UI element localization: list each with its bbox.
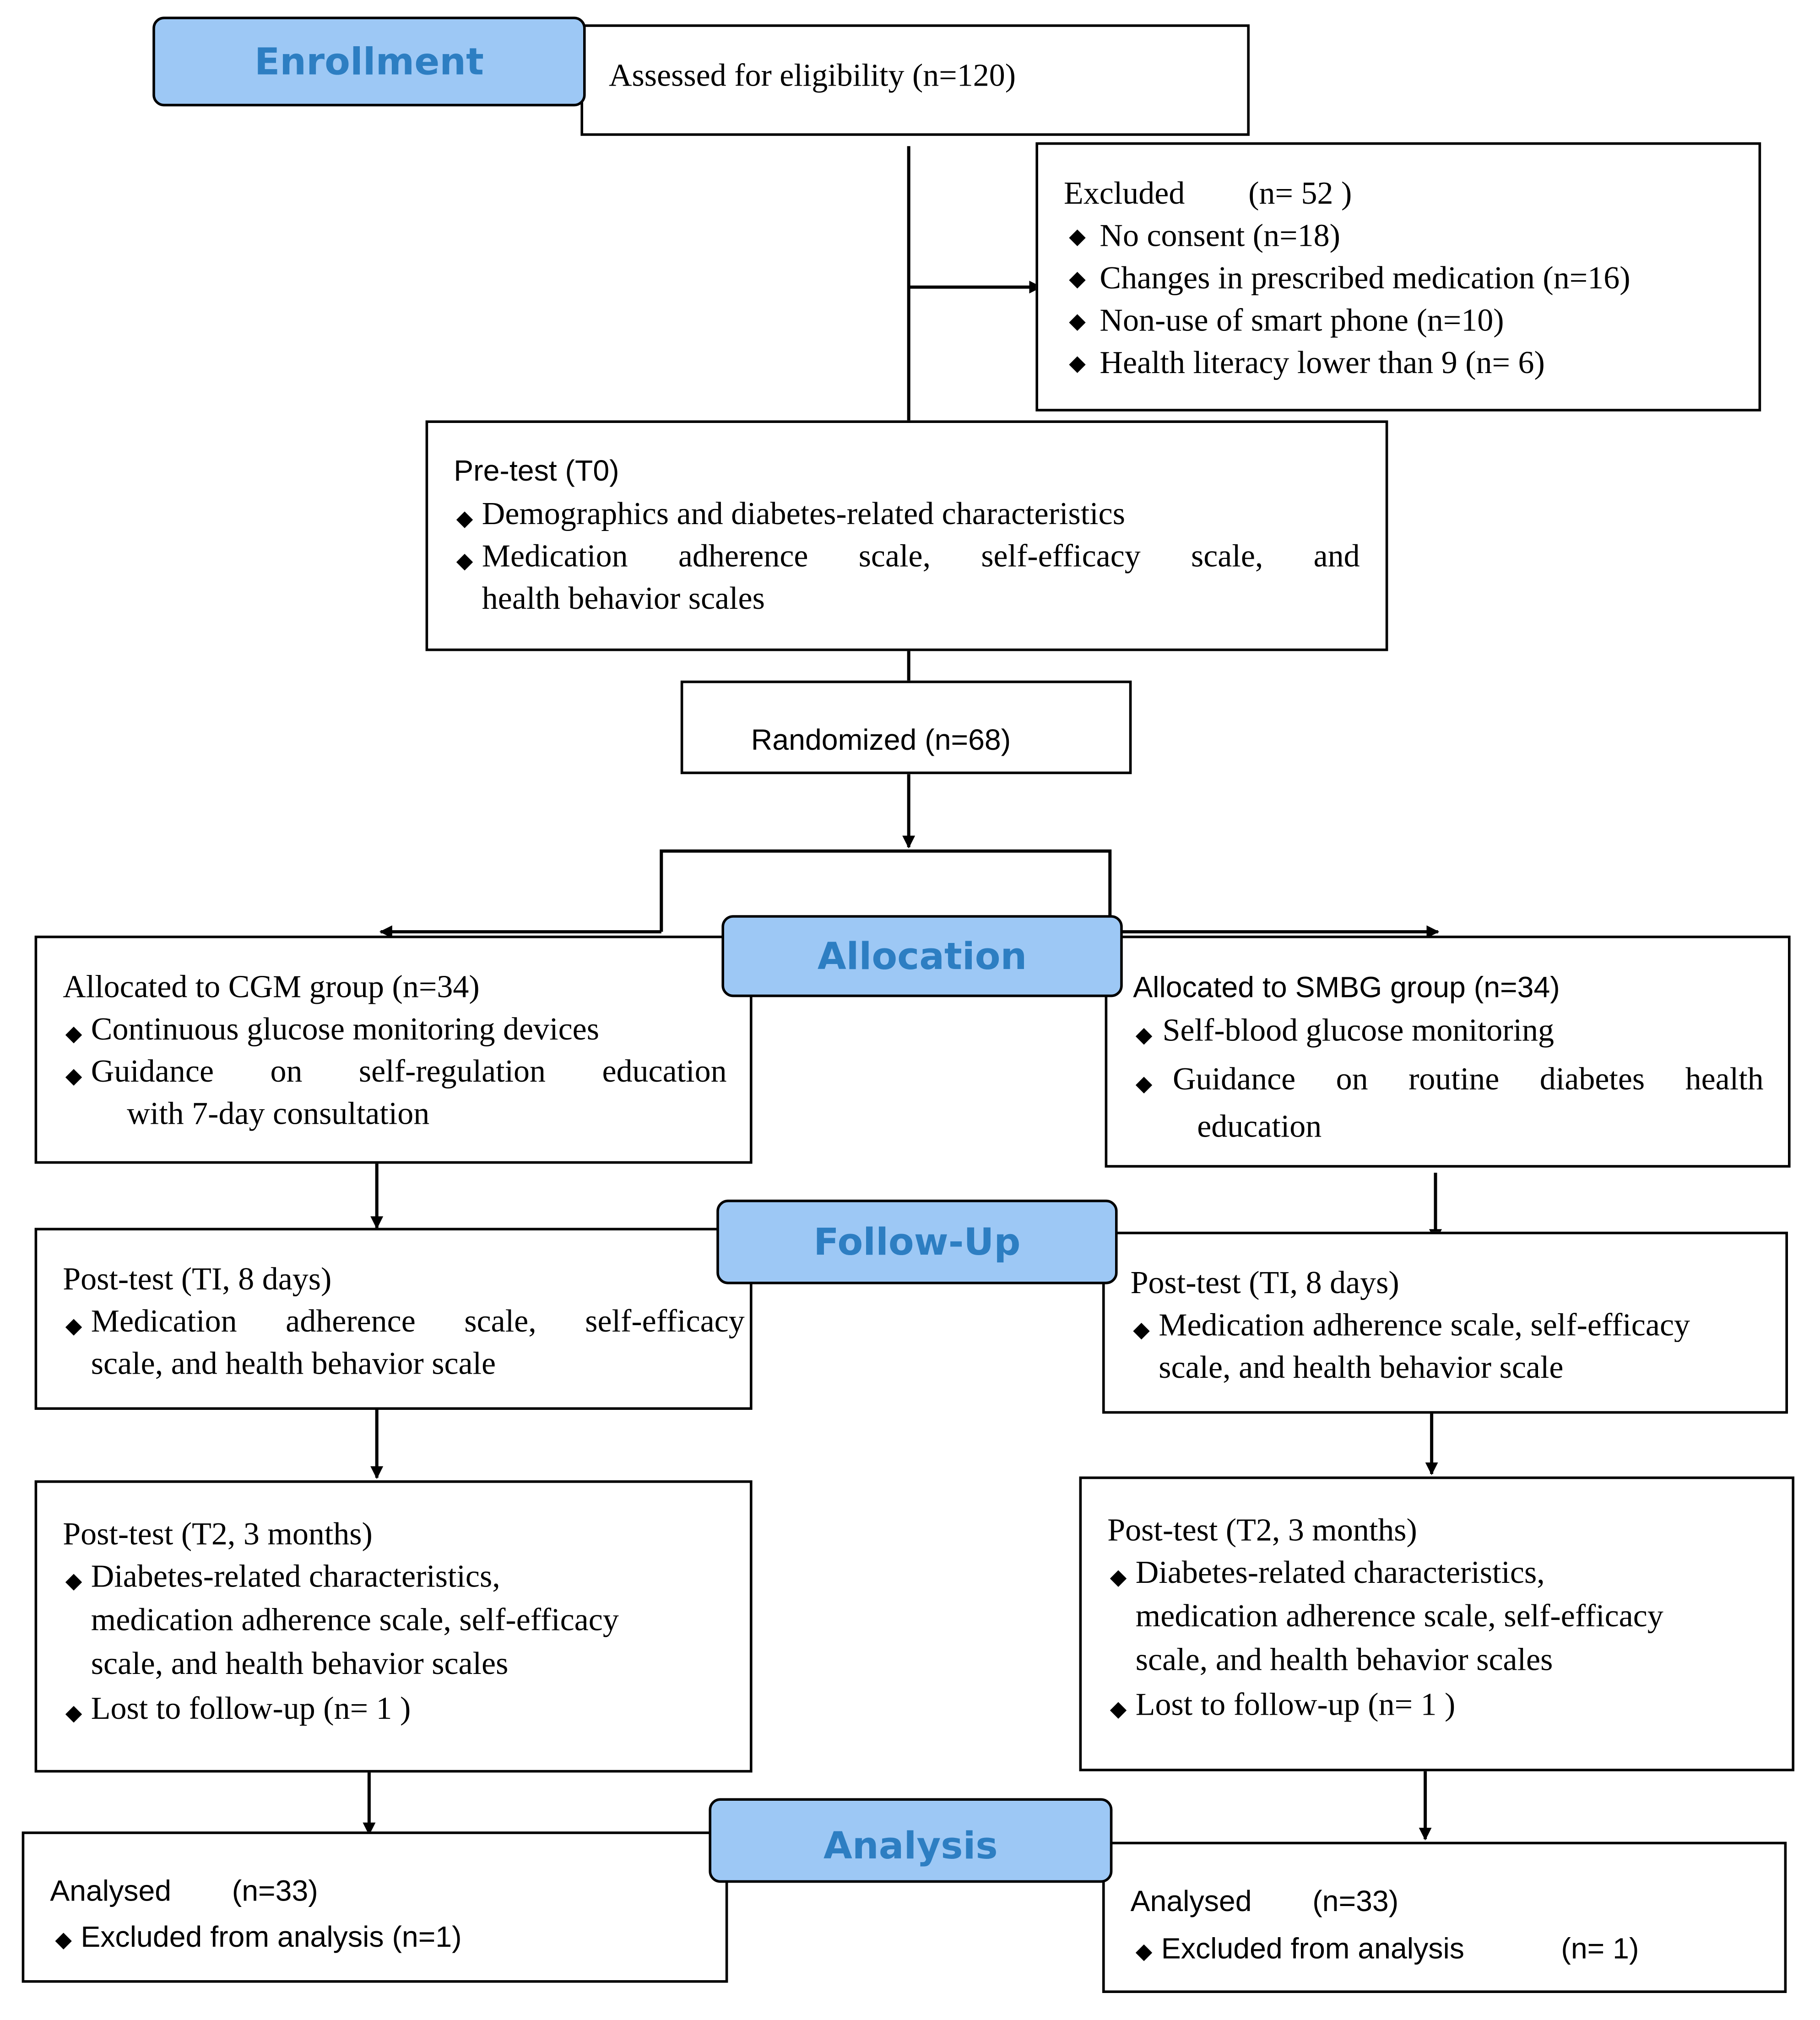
stage-allocation: Allocation: [721, 915, 1123, 997]
post-t2-right-lost: Lost to follow-up (n= 1 ): [1135, 1688, 1456, 1723]
word: adherence: [678, 539, 808, 574]
randomized-box: Randomized (n=68): [680, 680, 1132, 774]
excluded-item: Non-use of smart phone (n=10): [1100, 303, 1504, 339]
analysed-left-excluded: Excluded from analysis (n=1): [81, 1920, 462, 1954]
smbg-allocation-box: Allocated to SMBG group (n=34) ◆ Self-bl…: [1105, 936, 1791, 1168]
post-t2-left-box: Post-test (T2, 3 months) ◆ Diabetes-rela…: [34, 1480, 753, 1773]
word: Medication: [482, 539, 628, 574]
pretest-item: Demographics and diabetes-related charac…: [482, 497, 1125, 532]
diamond-bullet-icon: ◆: [1069, 266, 1086, 291]
cgm-item-line: Guidance on self-regulation education: [91, 1056, 727, 1088]
diamond-bullet-icon: ◆: [65, 1700, 82, 1725]
smbg-item-cont: education: [1197, 1110, 1322, 1145]
word: Medication: [91, 1305, 237, 1339]
excluded-box: Excluded (n= 52 ) ◆ No consent (n=18) ◆ …: [1035, 142, 1761, 412]
diamond-bullet-icon: ◆: [65, 1314, 82, 1338]
word: on: [1336, 1062, 1368, 1097]
word: scale,: [858, 539, 931, 574]
word: health: [1685, 1062, 1764, 1097]
post-t2-right-item: Diabetes-related characteristics,: [1135, 1556, 1545, 1591]
post-t1-right-title: Post-test (TI, 8 days): [1130, 1266, 1399, 1301]
diamond-bullet-icon: ◆: [1135, 1071, 1153, 1096]
diamond-bullet-icon: ◆: [1135, 1023, 1153, 1047]
diamond-bullet-icon: ◆: [1069, 224, 1086, 249]
diamond-bullet-icon: ◆: [1110, 1697, 1127, 1722]
randomized-text: Randomized (n=68): [751, 723, 1011, 756]
smbg-title: Allocated to SMBG group (n=34): [1133, 970, 1560, 1004]
word: self-efficacy: [981, 539, 1141, 574]
pretest-box: Pre-test (T0) ◆ Demographics and diabete…: [425, 420, 1388, 651]
stage-follow-up: Follow-Up: [716, 1199, 1118, 1284]
split-line: [660, 849, 1112, 932]
post-t1-left-box: Post-test (TI, 8 days) ◆ Medication adhe…: [34, 1228, 753, 1410]
post-t1-right-box: Post-test (TI, 8 days) ◆ Medication adhe…: [1102, 1231, 1788, 1414]
cgm-item-cont: with 7-day consultation: [127, 1097, 430, 1132]
word: scale,: [464, 1305, 536, 1339]
analysed-right-count: (n=33): [1312, 1884, 1399, 1917]
post-t1-left-cont: scale, and health behavior scale: [91, 1347, 496, 1382]
post-t2-left-lost: Lost to follow-up (n= 1 ): [91, 1692, 411, 1727]
smbg-item: Self-blood glucose monitoring: [1162, 1013, 1555, 1049]
post-t2-right-box: Post-test (T2, 3 months) ◆ Diabetes-rela…: [1079, 1476, 1794, 1771]
excluded-item: Changes in prescribed medication (n=16): [1100, 261, 1630, 296]
diamond-bullet-icon: ◆: [1133, 1317, 1150, 1342]
word: routine: [1408, 1062, 1500, 1097]
post-t2-left-item-cont: scale, and health behavior scales: [91, 1647, 509, 1682]
cgm-allocation-box: Allocated to CGM group (n=34) ◆ Continuo…: [34, 936, 753, 1164]
excluded-item: Health literacy lower than 9 (n= 6): [1100, 346, 1545, 381]
analysed-left-count: (n=33): [232, 1874, 318, 1907]
post-t2-right-title: Post-test (T2, 3 months): [1107, 1513, 1417, 1549]
excluded-title: Excluded: [1064, 177, 1185, 211]
excluded-item: No consent (n=18): [1100, 219, 1340, 254]
analysed-left-label: Analysed: [50, 1874, 172, 1907]
analysed-right-label: Analysed: [1130, 1884, 1252, 1917]
post-t1-right-item: Medication adherence scale, self-efficac…: [1159, 1310, 1690, 1342]
diamond-bullet-icon: ◆: [1069, 309, 1086, 333]
pretest-item-cont: health behavior scales: [482, 582, 765, 617]
diamond-bullet-icon: ◆: [65, 1021, 82, 1046]
word: and: [1313, 539, 1360, 574]
diamond-bullet-icon: ◆: [456, 548, 473, 573]
diamond-bullet-icon: ◆: [65, 1064, 82, 1089]
analysed-left-box: Analysed (n=33) ◆ Excluded from analysis…: [22, 1831, 728, 1983]
word: self-regulation: [358, 1055, 546, 1089]
diamond-bullet-icon: ◆: [1110, 1565, 1127, 1589]
word: education: [602, 1055, 727, 1089]
diamond-bullet-icon: ◆: [456, 506, 473, 531]
word: on: [270, 1055, 303, 1089]
smbg-item-line: Guidance on routine diabetes health: [1173, 1064, 1764, 1096]
stage-enrollment: Enrollment: [152, 16, 586, 107]
word: self-efficacy: [585, 1305, 745, 1339]
post-t1-right-cont: scale, and health behavior scale: [1159, 1351, 1564, 1386]
diamond-bullet-icon: ◆: [65, 1569, 82, 1593]
post-t2-left-title: Post-test (T2, 3 months): [63, 1517, 373, 1552]
cgm-item: Continuous glucose monitoring devices: [91, 1013, 599, 1047]
assessed-text: Assessed for eligibility (n=120): [609, 59, 1016, 94]
post-t2-right-item-cont: scale, and health behavior scales: [1135, 1643, 1553, 1678]
diamond-bullet-icon: ◆: [55, 1928, 72, 1952]
analysed-right-box: Analysed (n=33) ◆ Excluded from analysis…: [1102, 1841, 1787, 1993]
word: diabetes: [1539, 1062, 1645, 1097]
post-t1-left-title: Post-test (TI, 8 days): [63, 1262, 332, 1297]
analysed-right-excluded: Excluded from analysis: [1161, 1931, 1464, 1965]
post-t1-left-line: Medication adherence scale, self-efficac…: [91, 1306, 745, 1338]
word: Guidance: [1173, 1062, 1296, 1097]
post-t2-right-item-cont: medication adherence scale, self-efficac…: [1135, 1599, 1663, 1634]
word: Guidance: [91, 1055, 214, 1089]
cgm-title: Allocated to CGM group (n=34): [63, 970, 480, 1005]
word: adherence: [286, 1305, 416, 1339]
stage-analysis: Analysis: [709, 1798, 1113, 1883]
diamond-bullet-icon: ◆: [1135, 1939, 1153, 1964]
excluded-count: (n= 52 ): [1248, 177, 1352, 211]
diamond-bullet-icon: ◆: [1069, 351, 1086, 376]
analysed-right-excluded-count: (n= 1): [1561, 1931, 1639, 1965]
post-t2-left-item-cont: medication adherence scale, self-efficac…: [91, 1603, 619, 1638]
pretest-title: Pre-test (T0): [454, 454, 619, 487]
pretest-item-line: Medication adherence scale, self-efficac…: [482, 541, 1360, 573]
word: scale,: [1191, 539, 1263, 574]
assessed-box: Assessed for eligibility (n=120): [580, 24, 1250, 136]
post-t2-left-item: Diabetes-related characteristics,: [91, 1560, 500, 1595]
